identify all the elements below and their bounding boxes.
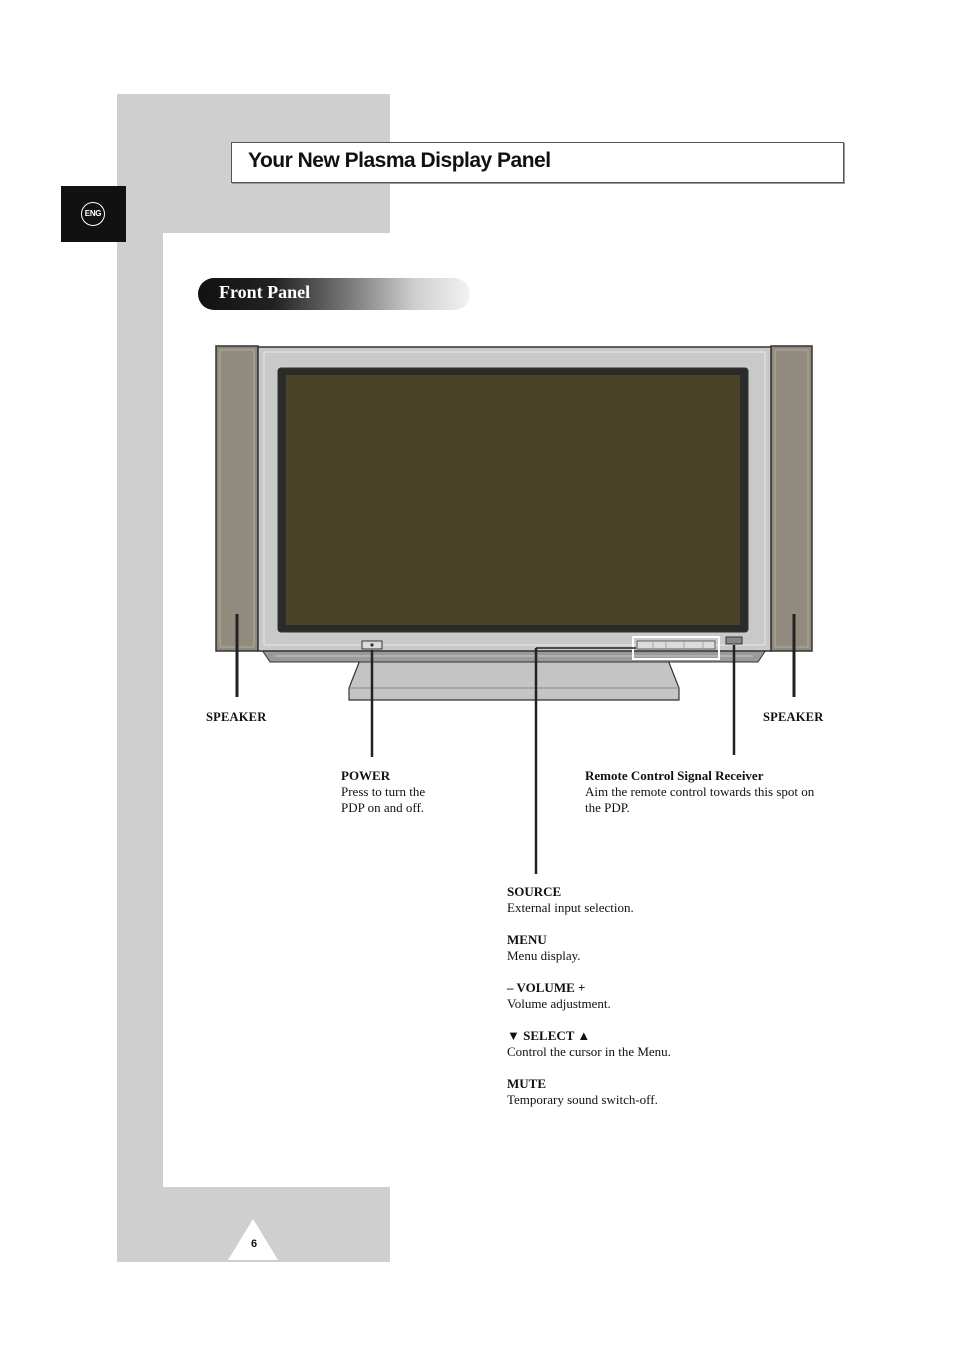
control-heading: ▼ SELECT ▲: [507, 1028, 591, 1043]
page-number: 6: [250, 1238, 258, 1250]
control-item-select: ▼ SELECT ▲ Control the cursor in the Men…: [507, 1028, 671, 1060]
control-desc: Control the cursor in the Menu.: [507, 1044, 671, 1059]
remote-desc-line2: the PDP.: [585, 800, 630, 815]
control-desc: Menu display.: [507, 948, 581, 963]
remote-label: Remote Control Signal Receiver Aim the r…: [585, 768, 814, 816]
control-item-volume: – VOLUME + Volume adjustment.: [507, 980, 611, 1012]
left-speaker: [215, 345, 259, 652]
control-item-source: SOURCE External input selection.: [507, 884, 634, 916]
power-heading: POWER: [341, 768, 391, 783]
section-title: Front Panel: [219, 282, 311, 302]
language-badge: ENG: [81, 202, 105, 226]
control-desc: Temporary sound switch-off.: [507, 1092, 658, 1107]
control-heading: MENU: [507, 932, 547, 947]
page-number-marker: [228, 1219, 278, 1260]
control-heading: – VOLUME +: [507, 980, 586, 995]
page-frame-left: [117, 233, 163, 1187]
remote-desc-line1: Aim the remote control towards this spot…: [585, 784, 815, 799]
speaker-left-label: SPEAKER: [206, 710, 267, 724]
tv-stand: [348, 659, 680, 701]
speaker-right-label: SPEAKER: [763, 710, 824, 724]
language-tab: ENG: [61, 186, 126, 242]
screen: [286, 375, 740, 625]
section-header: Front Panel: [198, 278, 470, 310]
control-desc: Volume adjustment.: [507, 996, 611, 1011]
page-title: Your New Plasma Display Panel: [248, 149, 551, 172]
power-desc-line1: Press to turn the: [341, 784, 426, 799]
title-box: Your New Plasma Display Panel: [231, 142, 844, 183]
remote-heading: Remote Control Signal Receiver: [585, 768, 764, 783]
right-speaker-grille: [774, 349, 809, 648]
power-label: POWER Press to turn the PDP on and off.: [341, 768, 425, 816]
control-item-mute: MUTE Temporary sound switch-off.: [507, 1076, 658, 1108]
remote-sensor: [725, 636, 743, 645]
control-heading: SOURCE: [507, 884, 562, 899]
control-heading: MUTE: [507, 1076, 546, 1091]
control-desc: External input selection.: [507, 900, 634, 915]
power-desc-line2: PDP on and off.: [341, 800, 425, 815]
control-item-menu: MENU Menu display.: [507, 932, 581, 964]
right-speaker: [770, 345, 813, 652]
control-buttons: [636, 640, 716, 650]
